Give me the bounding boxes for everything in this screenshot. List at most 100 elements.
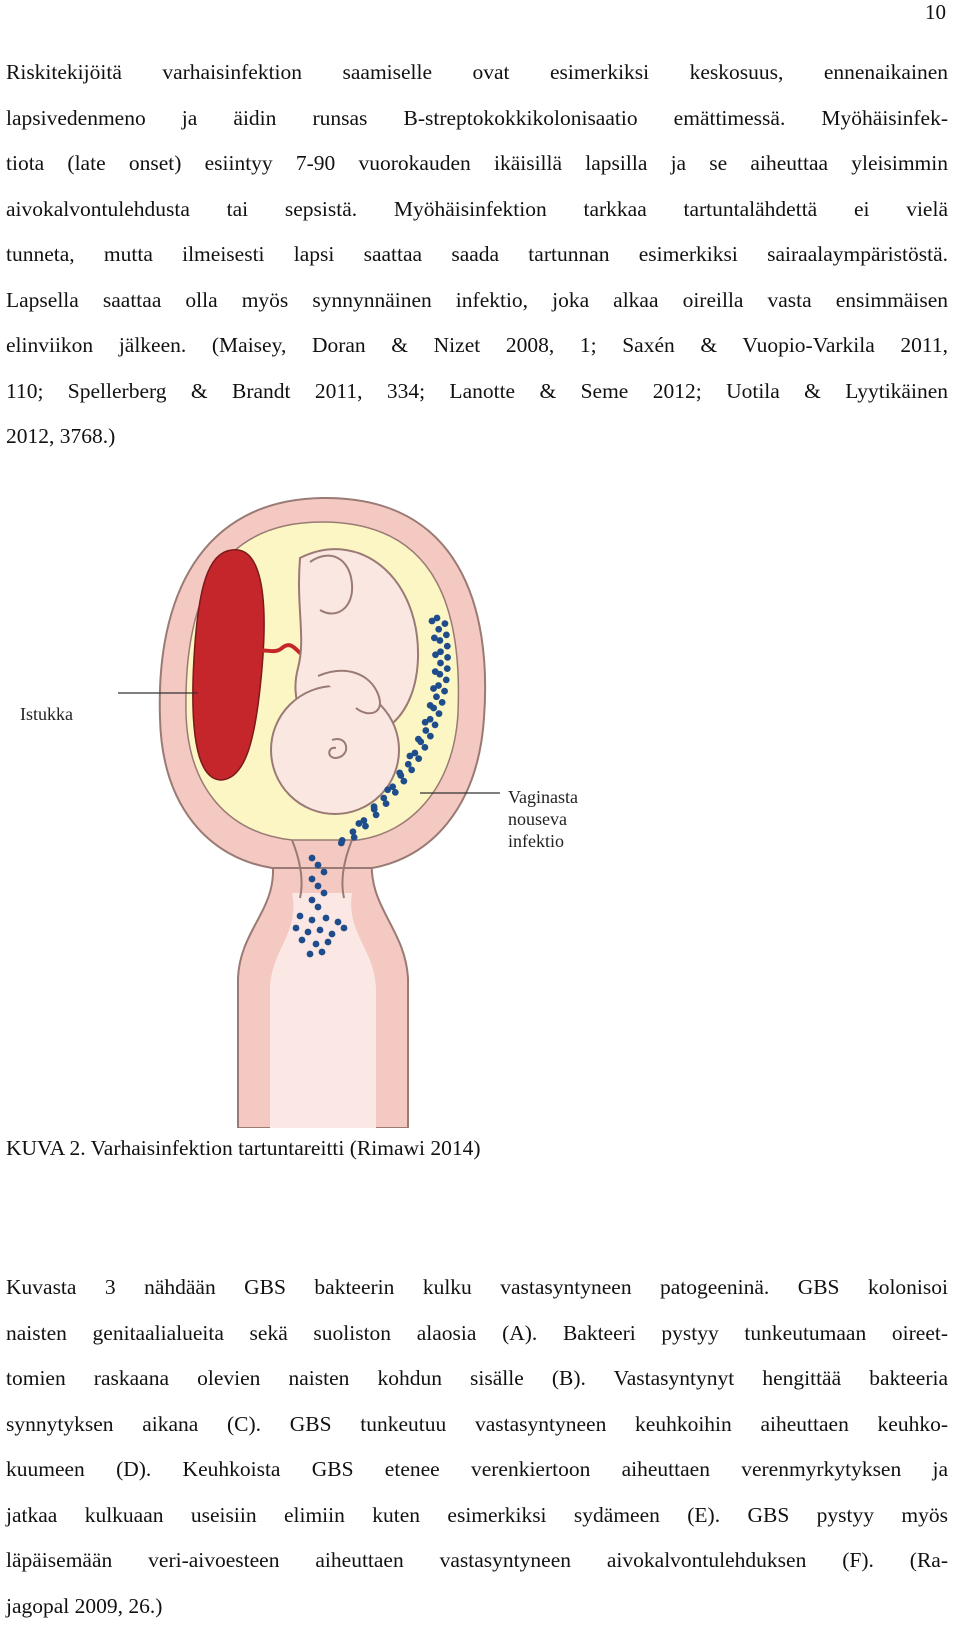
label-placenta: Istukka (20, 704, 73, 724)
text-line: tomien raskaana olevien naisten kohdun s… (6, 1366, 948, 1390)
bacterium-dot (308, 896, 316, 904)
bacterium-dot (306, 950, 314, 958)
bacterium-dot (337, 839, 345, 847)
bacterium-dot (308, 916, 316, 924)
text-line: 110; Spellerberg & Brandt 2011, 334; Lan… (6, 378, 948, 403)
bacterium-dot (426, 715, 434, 723)
bacteria-dots (292, 614, 451, 958)
bacterium-dot (298, 936, 306, 944)
page-number: 10 (925, 0, 946, 24)
bacterium-dot (436, 637, 444, 644)
bacterium-dot (314, 882, 322, 890)
fetus-limb (309, 554, 354, 615)
text-line: jagopal 2009, 26.) (6, 1593, 163, 1618)
bacterium-dot (417, 738, 425, 746)
bacterium-dot (304, 928, 312, 936)
bacterium-dot (442, 631, 450, 639)
bacterium-dot (372, 811, 380, 819)
text-line: Lapsella saattaa olla myös synnynnäinen … (6, 287, 948, 312)
cervix (291, 839, 353, 899)
bacterium-dot (314, 861, 322, 869)
bacterium-dot (318, 948, 326, 956)
bacterium-dot (408, 766, 416, 774)
bacterium-dot (397, 772, 405, 779)
bacterium-dot (406, 752, 414, 760)
bacterium-dot (436, 670, 444, 678)
paragraph-gbs-pathway: Kuvasta 3 nähdään GBS bakteerin kulku va… (6, 1265, 948, 1629)
label-ascending-infection: Vaginasta nouseva infektio (508, 786, 578, 852)
bacterium-dot (441, 620, 449, 628)
text-line: lapsivedenmeno ja äidin runsas B-strepto… (6, 105, 948, 130)
text-line: 2012, 3768.) (6, 424, 116, 448)
bacterium-dot (437, 648, 444, 656)
bacterium-dot (380, 794, 388, 802)
text-line: Kuvasta 3 nähdään GBS bakteerin kulku va… (6, 1275, 948, 1299)
text-line: elinviikon jälkeen. (Maisey, Doran & Niz… (6, 333, 948, 357)
bacterium-dot (350, 833, 358, 841)
bacterium-dot (349, 828, 357, 836)
uterus-illustration (118, 496, 500, 1128)
bacterium-dot (432, 651, 439, 659)
bacterium-dot (328, 930, 336, 938)
bacterium-dot (443, 665, 451, 673)
label-line: Vaginasta (508, 787, 578, 807)
bacterium-dot (430, 634, 438, 642)
vaginal-lumen (270, 893, 376, 1128)
text-line: synnytyksen aikana (C). GBS tunkeutuu va… (6, 1411, 948, 1436)
bacterium-dot (428, 617, 436, 625)
bacterium-dot (324, 938, 332, 946)
bacterium-dot (422, 727, 430, 734)
bacterium-dot (370, 805, 378, 813)
bacterium-dot (442, 676, 450, 684)
text-line: naisten genitaalialueita sekä suoliston … (6, 1320, 948, 1345)
bacterium-dot (314, 903, 322, 911)
bacterium-dot (360, 817, 368, 824)
bacterium-dot (426, 732, 434, 740)
bacterium-dot (389, 783, 397, 791)
bacterium-dot (400, 777, 408, 785)
text-line: aivokalvontulehdusta tai sepsistä. Myöhä… (6, 196, 948, 221)
label-line: nouseva (508, 809, 567, 829)
bacterium-dot (292, 924, 300, 932)
bacterium-dot (320, 868, 328, 876)
label-line: infektio (508, 831, 564, 851)
text-line: kuumeen (D). Keuhkoista GBS etenee veren… (6, 1457, 948, 1481)
bacterium-dot (308, 875, 316, 883)
bacterium-dot (421, 718, 429, 726)
bacterium-dot (340, 924, 348, 932)
fetus-ear (328, 737, 347, 760)
text-line: jatkaa kulkuaan useisiin elimiin kuten e… (6, 1502, 948, 1527)
bacterium-dot (435, 682, 442, 689)
text-line: läpäisemään veri-aivoesteen aiheuttaen v… (6, 1548, 948, 1572)
bacterium-dot (438, 698, 446, 706)
text-line: tiota (late onset) esiintyy 7-90 vuoroka… (6, 151, 948, 175)
bacterium-dot (382, 800, 390, 808)
figure-infection-route: Istukka Vaginasta nouseva infektio (0, 488, 960, 1128)
bacterium-dot (312, 940, 320, 948)
bacterium-dot (433, 614, 441, 622)
text-line: Riskitekijöitä varhaisinfektion saamisel… (6, 60, 948, 84)
bacterium-dot (444, 653, 451, 661)
text-line: tunneta, mutta ilmeisesti lapsi saattaa … (6, 242, 948, 266)
bacterium-dot (320, 889, 328, 897)
bacterium-dot (435, 625, 443, 633)
bacterium-dot (430, 685, 437, 692)
bacterium-dot (391, 788, 399, 796)
bacterium-dot (433, 693, 440, 701)
bacterium-dot (421, 743, 429, 751)
bacterium-dot (441, 687, 448, 695)
bacterium-dot (355, 820, 363, 827)
bacterium-dot (443, 642, 451, 650)
bacterium-dot (411, 749, 419, 757)
bacterium-dot (296, 912, 304, 920)
bacterium-dot (384, 786, 392, 794)
bacterium-dot (308, 854, 316, 862)
fetus-limb (317, 669, 381, 715)
bacterium-dot (431, 721, 439, 729)
bacterium-dot (404, 760, 412, 768)
figure-caption: KUVA 2. Varhaisinfektion tartuntareitti … (6, 1136, 481, 1160)
bacterium-dot (430, 704, 438, 712)
bacterium-dot (362, 822, 369, 830)
paragraph-risk-factors: Riskitekijöitä varhaisinfektion saamisel… (6, 50, 948, 460)
bacterium-dot (437, 659, 444, 667)
